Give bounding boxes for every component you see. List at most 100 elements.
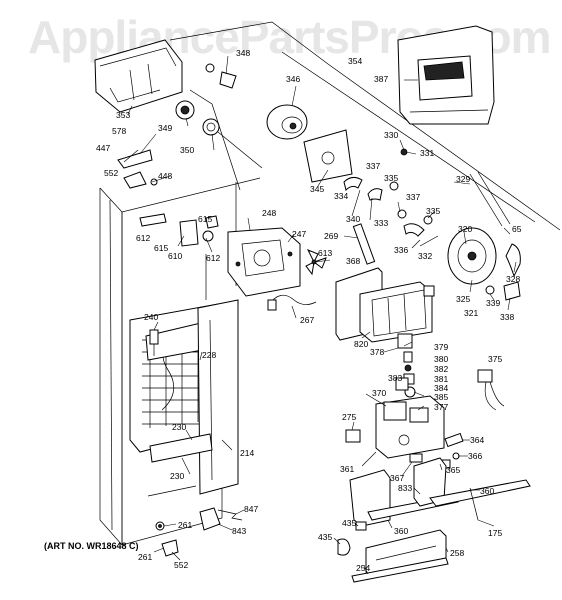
small-hardware — [117, 63, 237, 189]
callout-65: 65 — [512, 224, 522, 234]
drawer-knob — [337, 521, 367, 556]
callout-329: 329 — [456, 174, 470, 184]
callout-330: 330 — [384, 130, 398, 140]
evaporator-bracket — [139, 213, 219, 247]
callout-261a: 261 — [178, 520, 192, 530]
freezer-case-outline — [99, 21, 561, 546]
callout-843: 843 — [232, 526, 246, 536]
callout-335b: 335 — [426, 206, 440, 216]
callout-228: 228 — [202, 350, 216, 360]
callout-346: 346 — [286, 74, 300, 84]
callout-275: 275 — [342, 412, 356, 422]
callout-325: 325 — [456, 294, 470, 304]
callout-240: 240 — [144, 312, 158, 322]
callout-366: 366 — [468, 451, 482, 461]
callout-367: 367 — [390, 473, 404, 483]
callout-261b: 261 — [138, 552, 152, 562]
callout-382: 382 — [434, 364, 448, 374]
callout-345: 345 — [310, 184, 324, 194]
callout-368: 368 — [346, 256, 360, 266]
drawer-cover — [351, 529, 449, 583]
callout-175: 175 — [488, 528, 502, 538]
callout-384: 384 — [434, 383, 448, 393]
callout-379: 379 — [434, 342, 448, 352]
callout-350: 350 — [180, 145, 194, 155]
callout-380: 380 — [434, 354, 448, 364]
callout-361: 361 — [340, 464, 354, 474]
dispenser-solenoid — [447, 227, 521, 301]
callout-378: 378 — [370, 347, 384, 357]
callout-230b: 230 — [170, 471, 184, 481]
auger-coupler — [175, 100, 263, 169]
callout-370: 370 — [372, 388, 386, 398]
callout-375: 375 — [488, 354, 502, 364]
callout-254: 254 — [356, 563, 370, 573]
callout-333: 333 — [374, 218, 388, 228]
fan-shroud — [227, 227, 301, 297]
callout-337a: 337 — [366, 161, 380, 171]
callout-383: 383 — [388, 373, 402, 383]
dispenser-linkage — [343, 148, 511, 247]
callout-360a: 360 — [480, 486, 494, 496]
fan-motor-harness — [267, 294, 317, 311]
callout-332: 332 — [418, 251, 432, 261]
callout-338: 338 — [500, 312, 514, 322]
water-valve-stack — [395, 333, 416, 398]
ice-maker — [335, 267, 435, 343]
callout-336: 336 — [394, 245, 408, 255]
callout-377: 377 — [434, 402, 448, 412]
callout-847: 847 — [244, 504, 258, 514]
drawer-rails — [349, 457, 531, 527]
callout-448: 448 — [158, 171, 172, 181]
callout-269: 269 — [324, 231, 338, 241]
callout-435b: 435 — [318, 532, 332, 542]
callout-337b: 337 — [406, 192, 420, 202]
callout-354: 354 — [348, 56, 362, 66]
callout-552a: 552 — [104, 168, 118, 178]
callout-615b: 615 — [154, 243, 168, 253]
callout-247: 247 — [292, 229, 306, 239]
callout-321: 321 — [464, 308, 478, 318]
callout-385: 385 — [434, 392, 448, 402]
callout-334: 334 — [334, 191, 348, 201]
fill-tube — [352, 223, 376, 265]
callout-613: 613 — [318, 248, 332, 258]
callout-258: 258 — [450, 548, 464, 558]
callout-328: 328 — [506, 274, 520, 284]
lower-hardware — [155, 507, 243, 557]
callout-320: 320 — [458, 224, 472, 234]
callout-387: 387 — [374, 74, 388, 84]
callout-267: 267 — [300, 315, 314, 325]
ice-bucket — [94, 39, 183, 113]
callout-335a: 335 — [384, 173, 398, 183]
callout-labels: 348 346 354 387 353 349 578 350 447 552 … — [96, 48, 522, 573]
callout-331: 331 — [420, 148, 434, 158]
callout-612a: 612 — [136, 233, 150, 243]
callout-230a: 230 — [172, 422, 186, 432]
callout-340: 340 — [346, 214, 360, 224]
callout-364: 364 — [470, 435, 484, 445]
callout-248: 248 — [262, 208, 276, 218]
callout-833: 833 — [398, 483, 412, 493]
callout-447: 447 — [96, 143, 110, 153]
wiring-harness — [477, 369, 505, 411]
callout-214: 214 — [240, 448, 254, 458]
callout-578: 578 — [112, 126, 126, 136]
leader-lines — [123, 55, 517, 575]
callout-348: 348 — [236, 48, 250, 58]
drain-pan — [149, 433, 213, 463]
callout-552b: 552 — [174, 560, 188, 570]
callout-353: 353 — [116, 110, 130, 120]
auger-motor — [266, 104, 308, 140]
callout-349: 349 — [158, 123, 172, 133]
callout-615a: 615 — [198, 214, 212, 224]
callout-612b: 612 — [206, 253, 220, 263]
callout-360b: 360 — [394, 526, 408, 536]
callout-339: 339 — [486, 298, 500, 308]
callout-820: 820 — [354, 339, 368, 349]
callout-381: 381 — [434, 374, 448, 384]
callout-435a: 435 — [342, 518, 356, 528]
callout-610: 610 — [168, 251, 182, 261]
callout-365: 365 — [446, 465, 460, 475]
